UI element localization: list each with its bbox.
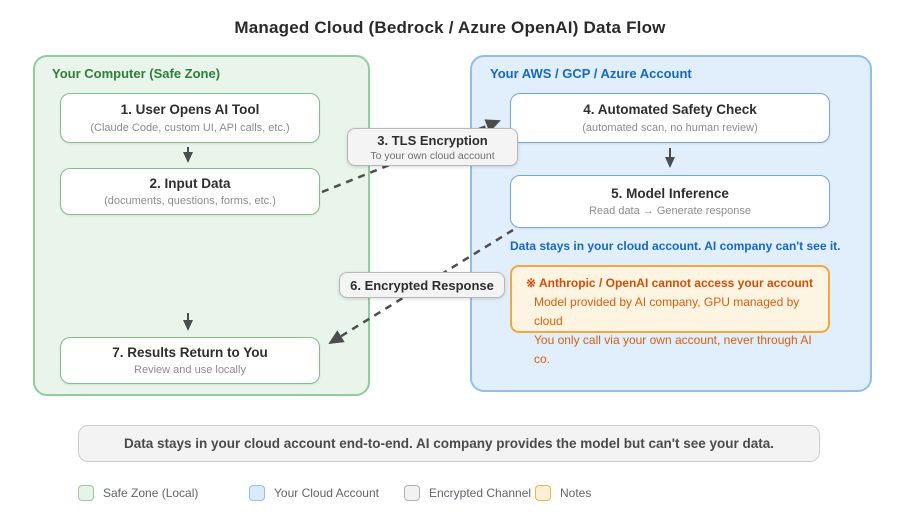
notes-heading: ※ Anthropic / OpenAI cannot access your … [526,276,813,290]
legend-label: Encrypted Channel [429,485,532,500]
legend-swatch-orange [535,484,551,501]
node-model-inference: 5. Model Inference Read data → Generate … [510,175,830,228]
node-title: 5. Model Inference [611,185,729,201]
legend-swatch-gray [404,484,420,501]
node-title: 2. Input Data [149,175,231,191]
channel-title: 6. Encrypted Response [350,277,494,293]
node-title: 1. User Opens AI Tool [120,102,260,118]
channel-title: 3. TLS Encryption [377,132,488,148]
channel-tls-encryption: 3. TLS Encryption To your own cloud acco… [347,128,518,166]
node-subtitle: Read data → Generate response [588,205,752,218]
legend-item-safe-zone: Safe Zone (Local) [78,484,198,501]
node-input-data: 2. Input Data (documents, questions, for… [60,168,320,215]
channel-encrypted-response: 6. Encrypted Response [339,272,505,298]
notes-line: You only call via your own account, neve… [534,333,812,366]
diagram-title: Managed Cloud (Bedrock / Azure OpenAI) D… [234,18,666,37]
node-subtitle: (automated scan, no human review) [582,121,758,134]
legend-label: Safe Zone (Local) [103,485,199,500]
legend-label: Your Cloud Account [274,485,379,500]
node-title: 7. Results Return to You [112,344,268,360]
legend-label: Notes [560,485,592,500]
node-title: 4. Automated Safety Check [583,102,757,118]
legend-item-encrypted-channel: Encrypted Channel [404,484,531,501]
node-subtitle: Review and use locally [134,364,246,377]
legend-swatch-green [78,484,94,501]
node-user-opens-ai-tool: 1. User Opens AI Tool (Claude Code, cust… [60,93,320,143]
safe-zone-label: Your Computer (Safe Zone) [52,66,221,81]
node-results-return: 7. Results Return to You Review and use … [60,337,320,384]
notes-box: ※ Anthropic / OpenAI cannot access your … [510,265,830,366]
summary-banner: Data stays in your cloud account end-to-… [78,425,820,462]
cloud-privacy-caption: Data stays in your cloud account. AI com… [510,239,841,253]
legend-swatch-blue [249,484,265,501]
notes-line: Model provided by AI company, GPU manage… [534,295,800,328]
legend-item-notes: Notes [535,484,591,501]
node-subtitle: (Claude Code, custom UI, API calls, etc.… [90,121,290,134]
node-automated-safety-check: 4. Automated Safety Check (automated sca… [510,93,830,143]
legend-item-cloud-account: Your Cloud Account [249,484,379,501]
cloud-zone-label: Your AWS / GCP / Azure Account [490,66,692,81]
node-subtitle: (documents, questions, forms, etc.) [104,195,276,208]
channel-subtitle: To your own cloud account [370,149,495,162]
